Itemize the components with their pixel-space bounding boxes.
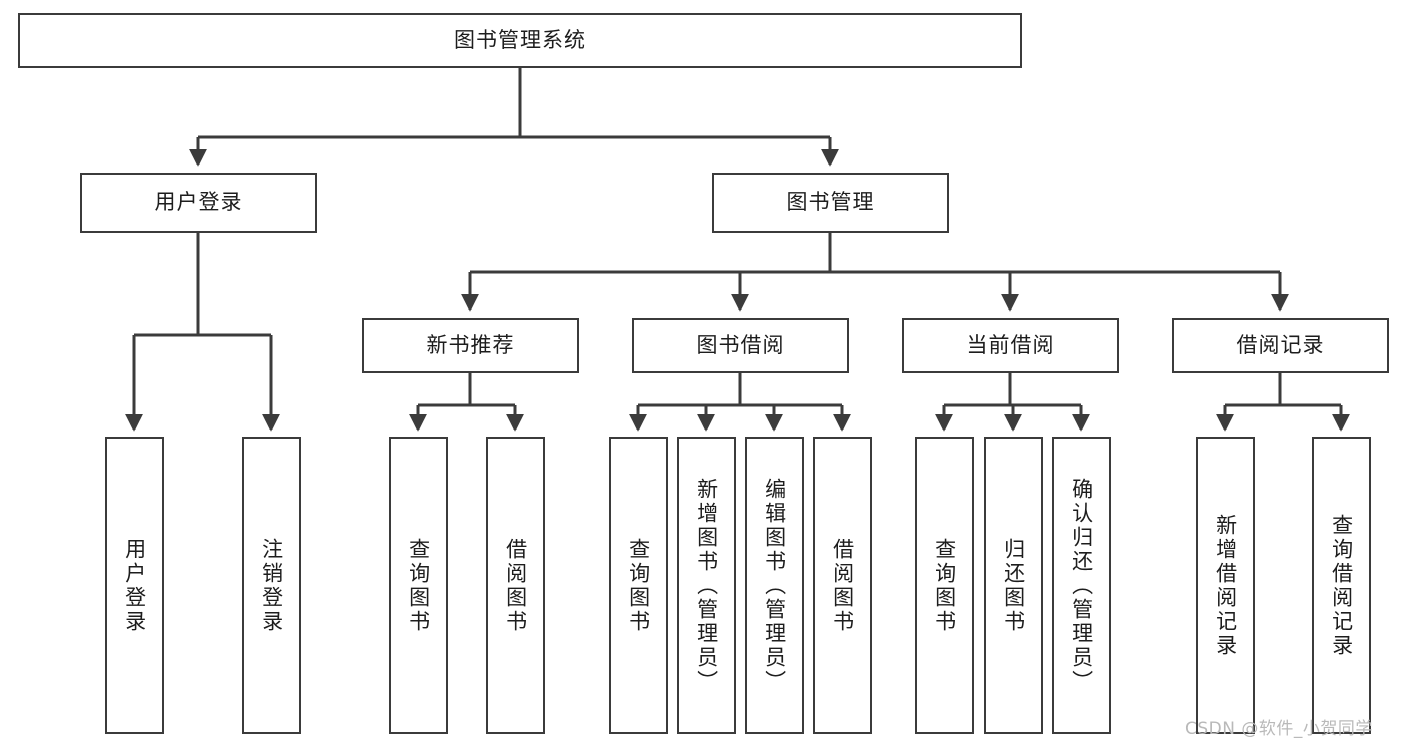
node-leaf-borrow-book-1-label: 借阅图书 — [503, 537, 528, 634]
node-new-book-recommend[interactable]: 新书推荐 — [362, 318, 579, 373]
node-leaf-query-borrow-record-label: 查询借阅记录 — [1329, 513, 1354, 658]
node-root-label: 图书管理系统 — [454, 27, 586, 52]
node-book-management[interactable]: 图书管理 — [712, 173, 949, 233]
node-leaf-borrow-book-2-label: 借阅图书 — [830, 537, 855, 634]
node-leaf-user-login[interactable]: 用户登录 — [105, 437, 164, 734]
node-book-borrow-label: 图书借阅 — [696, 332, 785, 357]
node-root[interactable]: 图书管理系统 — [18, 13, 1022, 68]
node-leaf-query-book-1-label: 查询图书 — [406, 537, 431, 634]
node-leaf-borrow-book-2[interactable]: 借阅图书 — [813, 437, 872, 734]
node-leaf-query-book-3-label: 查询图书 — [932, 537, 957, 634]
node-book-borrow[interactable]: 图书借阅 — [632, 318, 849, 373]
node-leaf-query-book-2-label: 查询图书 — [626, 537, 651, 634]
node-user-login-label: 用户登录 — [154, 190, 243, 215]
node-leaf-add-borrow-record[interactable]: 新增借阅记录 — [1196, 437, 1255, 734]
node-leaf-return-book[interactable]: 归还图书 — [984, 437, 1043, 734]
node-leaf-query-book-3[interactable]: 查询图书 — [915, 437, 974, 734]
node-leaf-return-book-label: 归还图书 — [1001, 537, 1026, 634]
node-leaf-add-book[interactable]: 新增图书（管理员） — [677, 437, 736, 734]
node-leaf-borrow-book-1[interactable]: 借阅图书 — [486, 437, 545, 734]
node-borrow-record[interactable]: 借阅记录 — [1172, 318, 1389, 373]
node-leaf-query-book-2[interactable]: 查询图书 — [609, 437, 668, 734]
watermark: CSDN @软件_小贺同学 — [1185, 719, 1373, 739]
node-leaf-query-borrow-record[interactable]: 查询借阅记录 — [1312, 437, 1371, 734]
node-leaf-query-book-1[interactable]: 查询图书 — [389, 437, 448, 734]
node-leaf-logout-login[interactable]: 注销登录 — [242, 437, 301, 734]
node-user-login[interactable]: 用户登录 — [80, 173, 317, 233]
node-current-borrow[interactable]: 当前借阅 — [902, 318, 1119, 373]
node-new-book-recommend-label: 新书推荐 — [426, 332, 515, 357]
node-book-management-label: 图书管理 — [786, 190, 875, 215]
node-leaf-logout-login-label: 注销登录 — [259, 537, 284, 634]
node-leaf-user-login-label: 用户登录 — [122, 537, 147, 634]
node-leaf-confirm-return[interactable]: 确认归还（管理员） — [1052, 437, 1111, 734]
node-leaf-confirm-return-label: 确认归还（管理员） — [1069, 477, 1094, 694]
node-borrow-record-label: 借阅记录 — [1236, 332, 1325, 357]
node-leaf-edit-book-label: 编辑图书（管理员） — [762, 477, 787, 694]
node-leaf-add-borrow-record-label: 新增借阅记录 — [1213, 513, 1238, 658]
node-leaf-edit-book[interactable]: 编辑图书（管理员） — [745, 437, 804, 734]
node-leaf-add-book-label: 新增图书（管理员） — [694, 477, 719, 694]
node-current-borrow-label: 当前借阅 — [966, 332, 1055, 357]
